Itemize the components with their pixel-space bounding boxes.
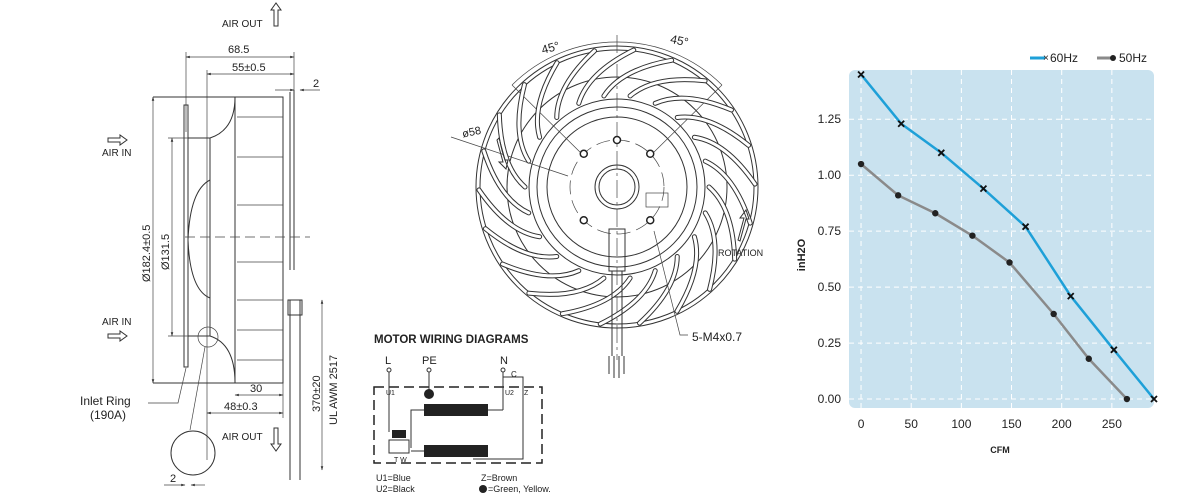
y-tick-label: 0.25	[818, 336, 842, 350]
rotation-arrow-icon	[496, 137, 509, 170]
capacitor-label: C	[511, 370, 517, 379]
x-tick-label: 200	[1052, 417, 1072, 431]
front-view-drawing: 45° 45° ø58 ROTATION 5-M4x0.7	[450, 32, 763, 378]
detail-circle	[170, 430, 216, 476]
data-point-50hz	[1085, 355, 1092, 362]
y-tick-label: 1.25	[818, 112, 842, 126]
label-tw: T W	[394, 457, 407, 464]
plot-area	[849, 70, 1154, 408]
dim-plate: 2	[313, 78, 319, 90]
angle-left-label: 45°	[540, 39, 561, 57]
dim-cable-length: 370±20	[311, 375, 323, 412]
air-in-top-label: AIR IN	[102, 148, 131, 159]
dim-inlet-diameter: Ø131.5	[160, 234, 172, 270]
legend-marker-x-icon: ×	[1043, 53, 1049, 64]
label-u2: U2	[505, 390, 514, 397]
winding-main	[424, 404, 488, 416]
winding-aux	[424, 445, 488, 457]
air-out-top-label: AIR OUT	[222, 19, 263, 30]
data-point-50hz	[1123, 395, 1131, 403]
side-view-drawing: AIR OUT 68.5 55±0.5 2	[80, 2, 340, 487]
inlet-ring-code: (190A)	[90, 408, 126, 422]
legend-label-50hz: 50Hz	[1119, 51, 1147, 65]
terminal-l: L	[385, 355, 391, 367]
label-z: Z	[524, 390, 529, 397]
x-axis-label: CFM	[990, 445, 1010, 455]
arrow-up-icon	[270, 2, 282, 27]
hole-circle-label: ø58	[461, 125, 482, 141]
screw-spec-label: 5-M4x0.7	[692, 330, 742, 344]
dim-outer-diameter: Ø182.4±0.5	[141, 225, 153, 282]
data-point-50hz	[932, 210, 939, 217]
legend-label-60hz: 60Hz	[1050, 51, 1078, 65]
air-in-bottom-label: AIR IN	[102, 317, 131, 328]
y-tick-label: 0.50	[818, 280, 842, 294]
legend-u1: U1=Blue	[376, 473, 411, 483]
ground-icon	[424, 389, 434, 399]
dim-body-width: 55±0.5	[232, 62, 266, 74]
ground-icon	[479, 485, 487, 493]
rotation-arrow-icon	[737, 208, 750, 242]
data-point-60hz	[979, 184, 988, 193]
y-tick-label: 1.00	[818, 168, 842, 182]
data-point-50hz	[1006, 259, 1013, 266]
angle-right-label: 45°	[669, 32, 690, 50]
wiring-diagram: MOTOR WIRING DIAGRAMS L PE N C U1 U2 Z T…	[373, 334, 551, 494]
data-point-60hz	[1110, 346, 1118, 354]
y-axis-label: inH2O	[796, 238, 808, 271]
x-tick-label: 0	[858, 417, 865, 431]
x-tick-label: 100	[951, 417, 971, 431]
screw-holes	[579, 135, 655, 225]
wiring-title: MOTOR WIRING DIAGRAMS	[374, 334, 529, 346]
inlet-ring	[183, 104, 189, 368]
arrow-right-icon	[107, 330, 128, 342]
x-tick-label: 50	[905, 417, 919, 431]
legend-pe: =Green, Yellow.	[488, 484, 551, 494]
series-line-50hz	[860, 163, 1128, 400]
legend-marker-dot-icon	[1110, 55, 1116, 61]
impeller-blades	[237, 116, 283, 361]
arrow-down-icon	[270, 427, 282, 452]
terminal-n: N	[500, 355, 508, 367]
dim-depth: 48±0.3	[224, 401, 258, 413]
air-out-bottom-label: AIR OUT	[222, 432, 263, 443]
legend: × 60Hz 50Hz	[1030, 51, 1147, 65]
data-point-50hz	[1050, 310, 1057, 318]
inlet-ring-label: Inlet Ring	[80, 394, 131, 408]
screw-hole	[612, 135, 622, 145]
data-point-60hz	[857, 70, 865, 79]
y-tick-label: 0.75	[818, 224, 842, 238]
cable-clamp	[608, 228, 626, 272]
cable-spec: UL AWM 2517	[328, 355, 340, 425]
series-line-60hz	[860, 73, 1155, 400]
dim-overall-width: 68.5	[228, 44, 249, 56]
dim-blade: 30	[250, 383, 262, 395]
screw-hole	[645, 149, 655, 159]
legend-u2: U2=Black	[376, 484, 415, 494]
tick-labels: 0 50 100 150 200 250 0.00 0.25 0.50 0.75 1.00 1.25	[818, 112, 1123, 431]
x-tick-label: 150	[1002, 417, 1022, 431]
screw-hole	[645, 215, 655, 225]
data-point-60hz	[1150, 395, 1158, 403]
data-point-50hz	[857, 160, 865, 168]
label-u1: U1	[386, 390, 395, 397]
terminal-pe: PE	[422, 355, 437, 367]
data-point-60hz	[897, 120, 905, 128]
screw-hole	[579, 215, 589, 225]
data-point-50hz	[969, 232, 976, 239]
legend-z: Z=Brown	[481, 473, 517, 483]
arrow-right-icon	[107, 134, 128, 146]
fan-blades	[476, 47, 758, 327]
data-point-60hz	[1067, 292, 1075, 300]
dim-detail: 2	[170, 473, 176, 485]
x-tick-label: 250	[1102, 417, 1122, 431]
data-point-60hz	[1021, 223, 1030, 231]
screw-hole	[579, 149, 589, 159]
data-point-60hz	[937, 149, 945, 157]
y-tick-label: 0.00	[818, 392, 842, 406]
rotation-label: ROTATION	[718, 248, 763, 258]
data-point-50hz	[894, 192, 902, 199]
series-lines	[857, 70, 1158, 403]
